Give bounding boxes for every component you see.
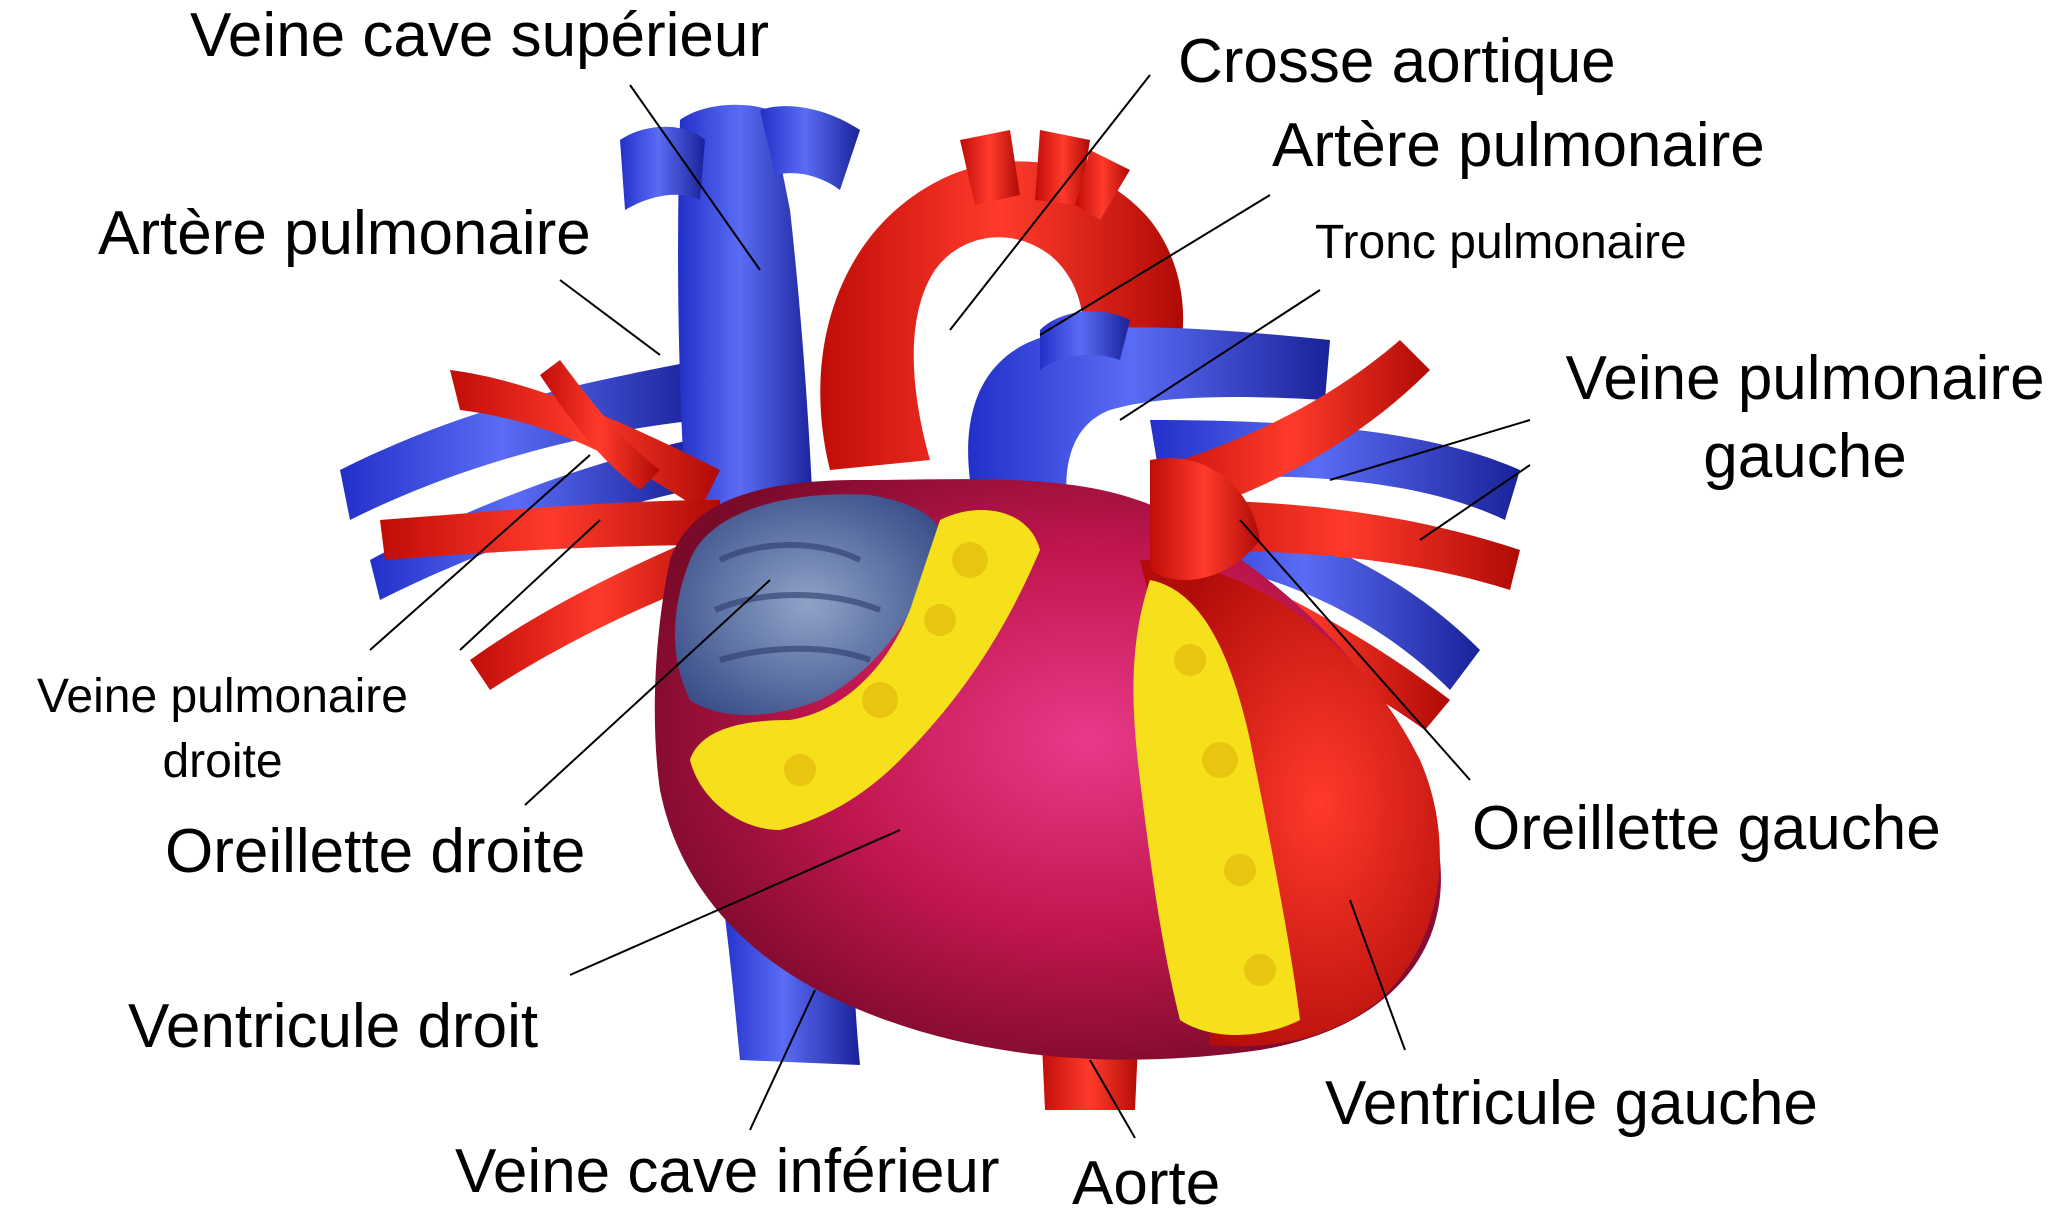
label-ventricule-gauche: Ventricule gauche (1325, 1070, 1818, 1138)
label-veine-pulmonaire-droite: Veine pulmonaire droite (10, 665, 435, 795)
leader-artere-pulmonaire-gauche-label (560, 280, 660, 355)
label-oreillette-droite: Oreillette droite (165, 818, 585, 886)
label-artere-pulmonaire-right: Artère pulmonaire (1272, 112, 1765, 180)
label-artere-pulmonaire-left: Artère pulmonaire (98, 200, 591, 268)
label-veine-pulmonaire-gauche: Veine pulmonaire gauche (1560, 340, 2050, 495)
label-aorte: Aorte (1072, 1150, 1220, 1218)
label-oreillette-gauche: Oreillette gauche (1472, 795, 1941, 863)
label-tronc-pulmonaire: Tronc pulmonaire (1315, 217, 1687, 270)
label-crosse-aortique: Crosse aortique (1178, 28, 1616, 96)
label-veine-cave-inferieur: Veine cave inférieur (455, 1138, 1000, 1206)
label-veine-cave-superieur: Veine cave supérieur (190, 2, 769, 70)
label-ventricule-droit: Ventricule droit (128, 993, 538, 1061)
